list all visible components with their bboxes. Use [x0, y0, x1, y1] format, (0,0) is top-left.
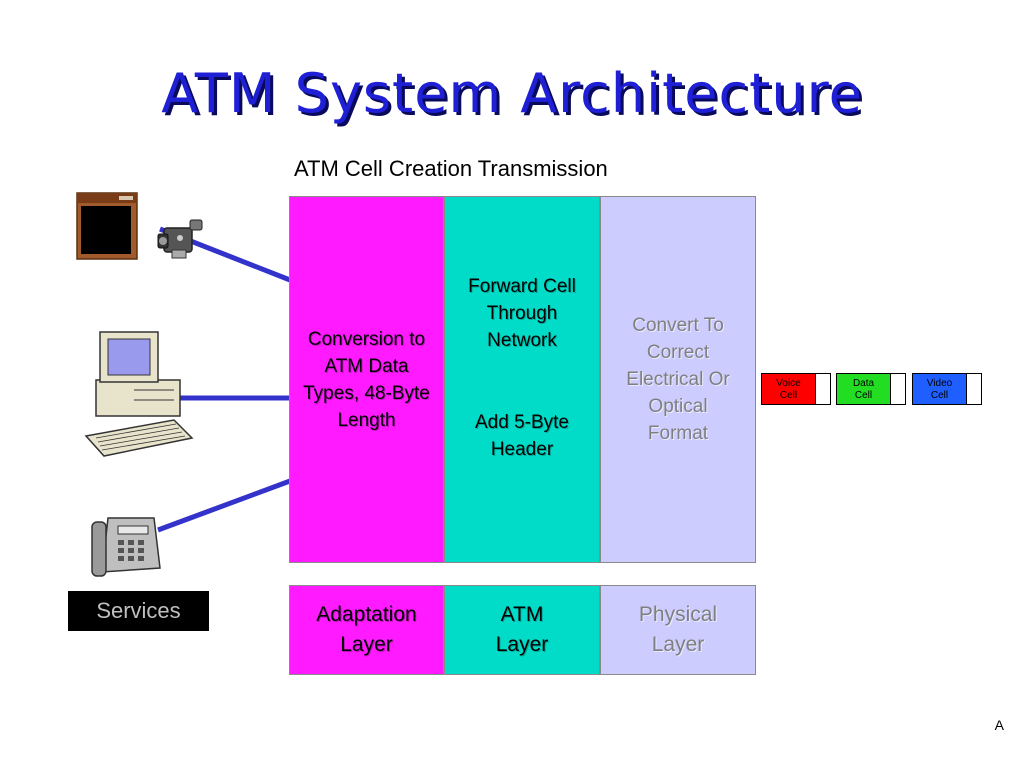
layer-label: Layer: [340, 633, 393, 656]
data-cell-label: Cell: [854, 389, 873, 401]
physical-process-column: Convert To Correct Electrical Or Optical…: [600, 196, 756, 563]
layer-label: Adaptation: [316, 603, 417, 626]
forward-cell-text: Forward Cell Through Network: [445, 273, 599, 354]
adaptation-text-line: ATM Data: [324, 355, 409, 377]
layer-label: ATM: [500, 603, 544, 626]
layer-label: Physical: [638, 603, 718, 626]
adaptation-text-line: Conversion to: [307, 328, 426, 350]
video-cell-label: Cell: [930, 389, 949, 401]
physical-text-line: Electrical Or: [626, 369, 730, 390]
voice-cell-header: [816, 374, 830, 404]
adaptation-text-line: Types, 48-Byte: [303, 382, 430, 404]
layer-label: Layer: [495, 633, 549, 656]
telephone-icon: [91, 517, 161, 577]
diagram-subtitle: ATM Cell Creation Transmission: [294, 156, 608, 181]
video-camera-icon: [157, 219, 203, 259]
television-icon: [76, 192, 138, 260]
physical-text-line: Convert To: [632, 315, 724, 336]
computer-icon: [84, 331, 194, 457]
data-cell-label: Data: [852, 377, 875, 389]
link-line-phone: [157, 478, 291, 533]
adaptation-process-column: Conversion to ATM Data Types, 48-Byte Le…: [289, 196, 444, 563]
services-label: Services: [68, 591, 209, 631]
video-cell-label: Video: [926, 377, 953, 389]
physical-text-line: Correct: [646, 342, 710, 363]
corner-mark: A: [994, 717, 1004, 733]
adaptation-text-line: Length: [337, 409, 396, 431]
physical-text-line: Optical: [648, 396, 708, 417]
video-cell-header: [967, 374, 981, 404]
atm-process-column: Forward Cell Through Network Add 5-Byte …: [444, 196, 600, 563]
atm-text-line: Network: [487, 330, 557, 351]
voice-cell-label: Voice: [776, 377, 801, 389]
atm-layer-box: ATM Layer: [444, 585, 600, 675]
header-text: Add 5-Byte Header: [445, 409, 599, 463]
layer-label: Layer: [651, 633, 705, 656]
page-title: ATM System Architecture: [161, 62, 863, 125]
atm-text-line: Forward Cell: [468, 276, 576, 297]
physical-text-line: Format: [647, 423, 709, 444]
data-cell-header: [891, 374, 905, 404]
atm-text-line: Through: [486, 303, 558, 324]
atm-text-line: Header: [490, 439, 554, 460]
voice-cell-label: Cell: [779, 389, 798, 401]
atm-text-line: Add 5-Byte: [475, 412, 569, 433]
